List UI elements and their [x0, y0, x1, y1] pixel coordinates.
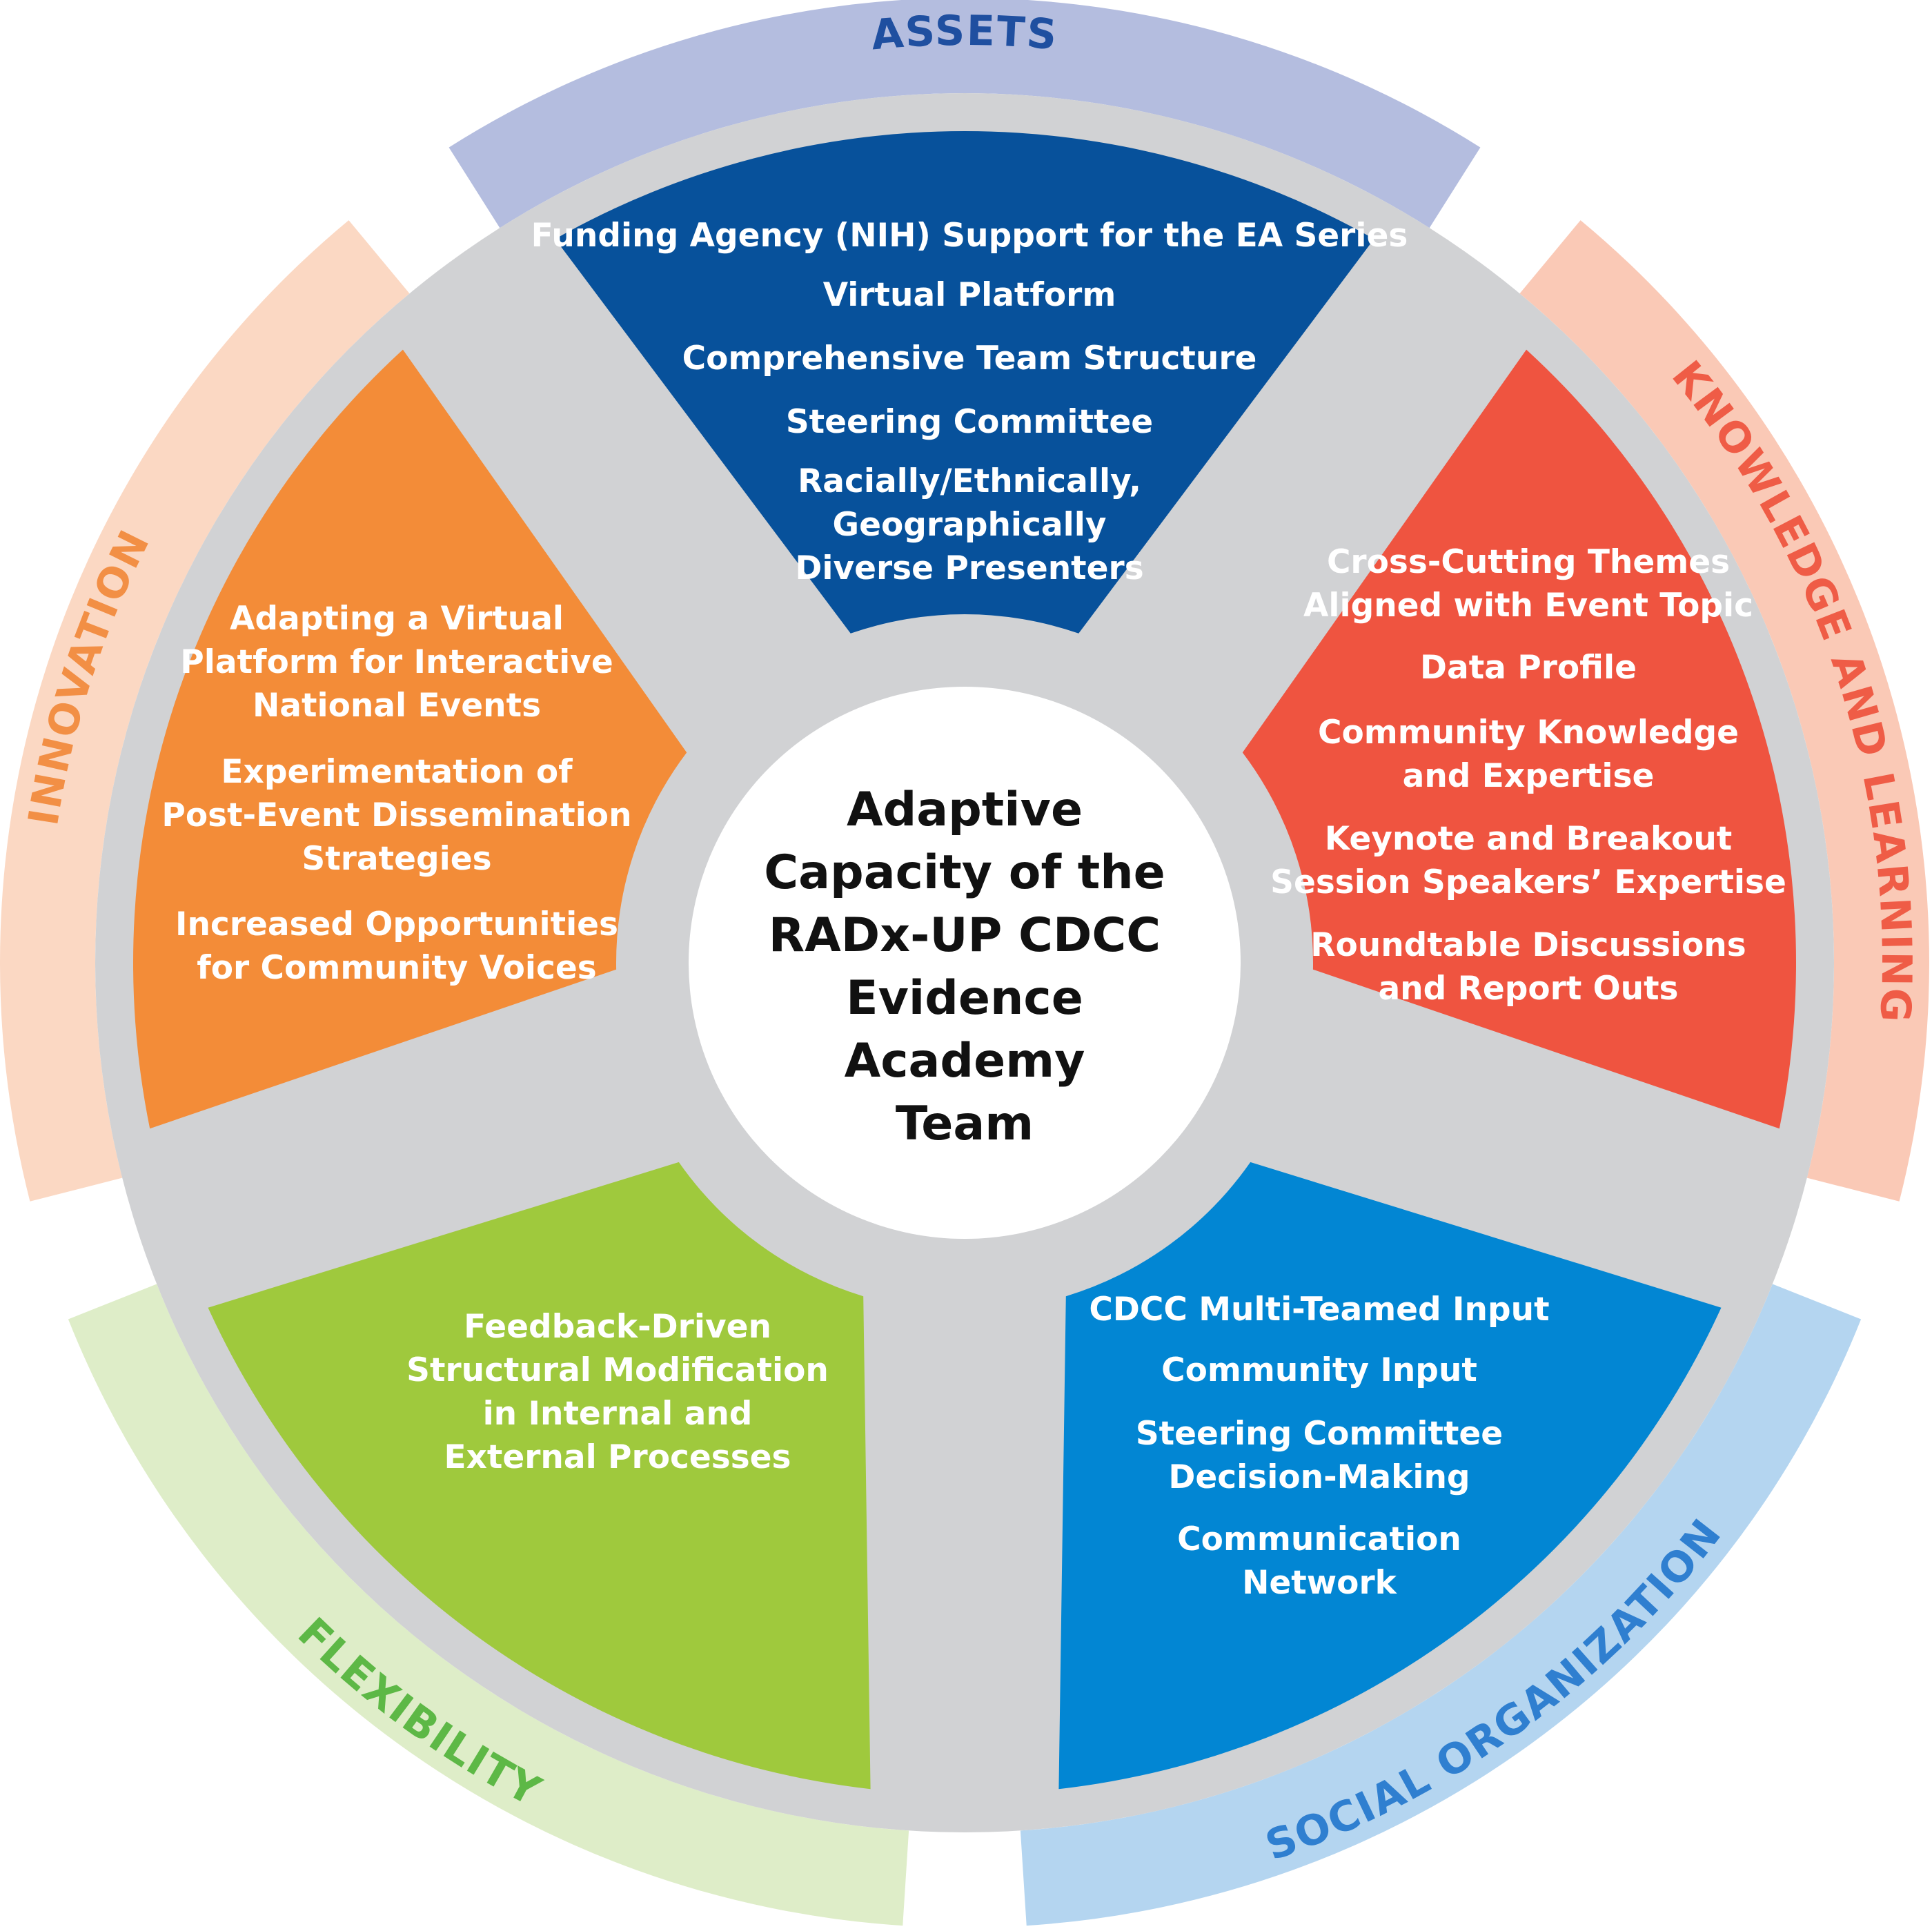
item-knowledge-and-learning-2: Data Profile: [1420, 649, 1637, 687]
wedge-innovation: [132, 349, 687, 1129]
segment-items: Funding Agency (NIH) Support for the EA …: [161, 217, 1786, 1602]
wedge-knowledge-and-learning: [1242, 349, 1797, 1129]
ring-band-knowledge-and-learning: [1519, 220, 1929, 1202]
item-assets-3: Comprehensive Team Structure: [682, 340, 1257, 378]
item-assets-1: Funding Agency (NIH) Support for the EA …: [531, 217, 1408, 255]
wedge-assets: [555, 130, 1374, 634]
wedge-flexibility: [208, 1162, 871, 1790]
ring-band-assets: [448, 0, 1481, 228]
ring-band-flexibility: [68, 1284, 909, 1926]
item-assets-4: Steering Committee: [786, 403, 1153, 441]
center-hub: [689, 687, 1241, 1239]
wedge-social-organization: [1058, 1162, 1722, 1790]
ring-band-innovation: [0, 220, 410, 1202]
item-assets-2: Virtual Platform: [823, 276, 1116, 314]
hub-circle: [689, 687, 1241, 1239]
ring-band-social-organization: [1020, 1284, 1862, 1926]
item-social-organization-2: Community Input: [1161, 1351, 1477, 1389]
inner-wedges: [132, 130, 1797, 1790]
ring-label-assets: ASSETS: [869, 7, 1060, 60]
item-social-organization-1: CDCC Multi-Teamed Input: [1089, 1291, 1549, 1329]
